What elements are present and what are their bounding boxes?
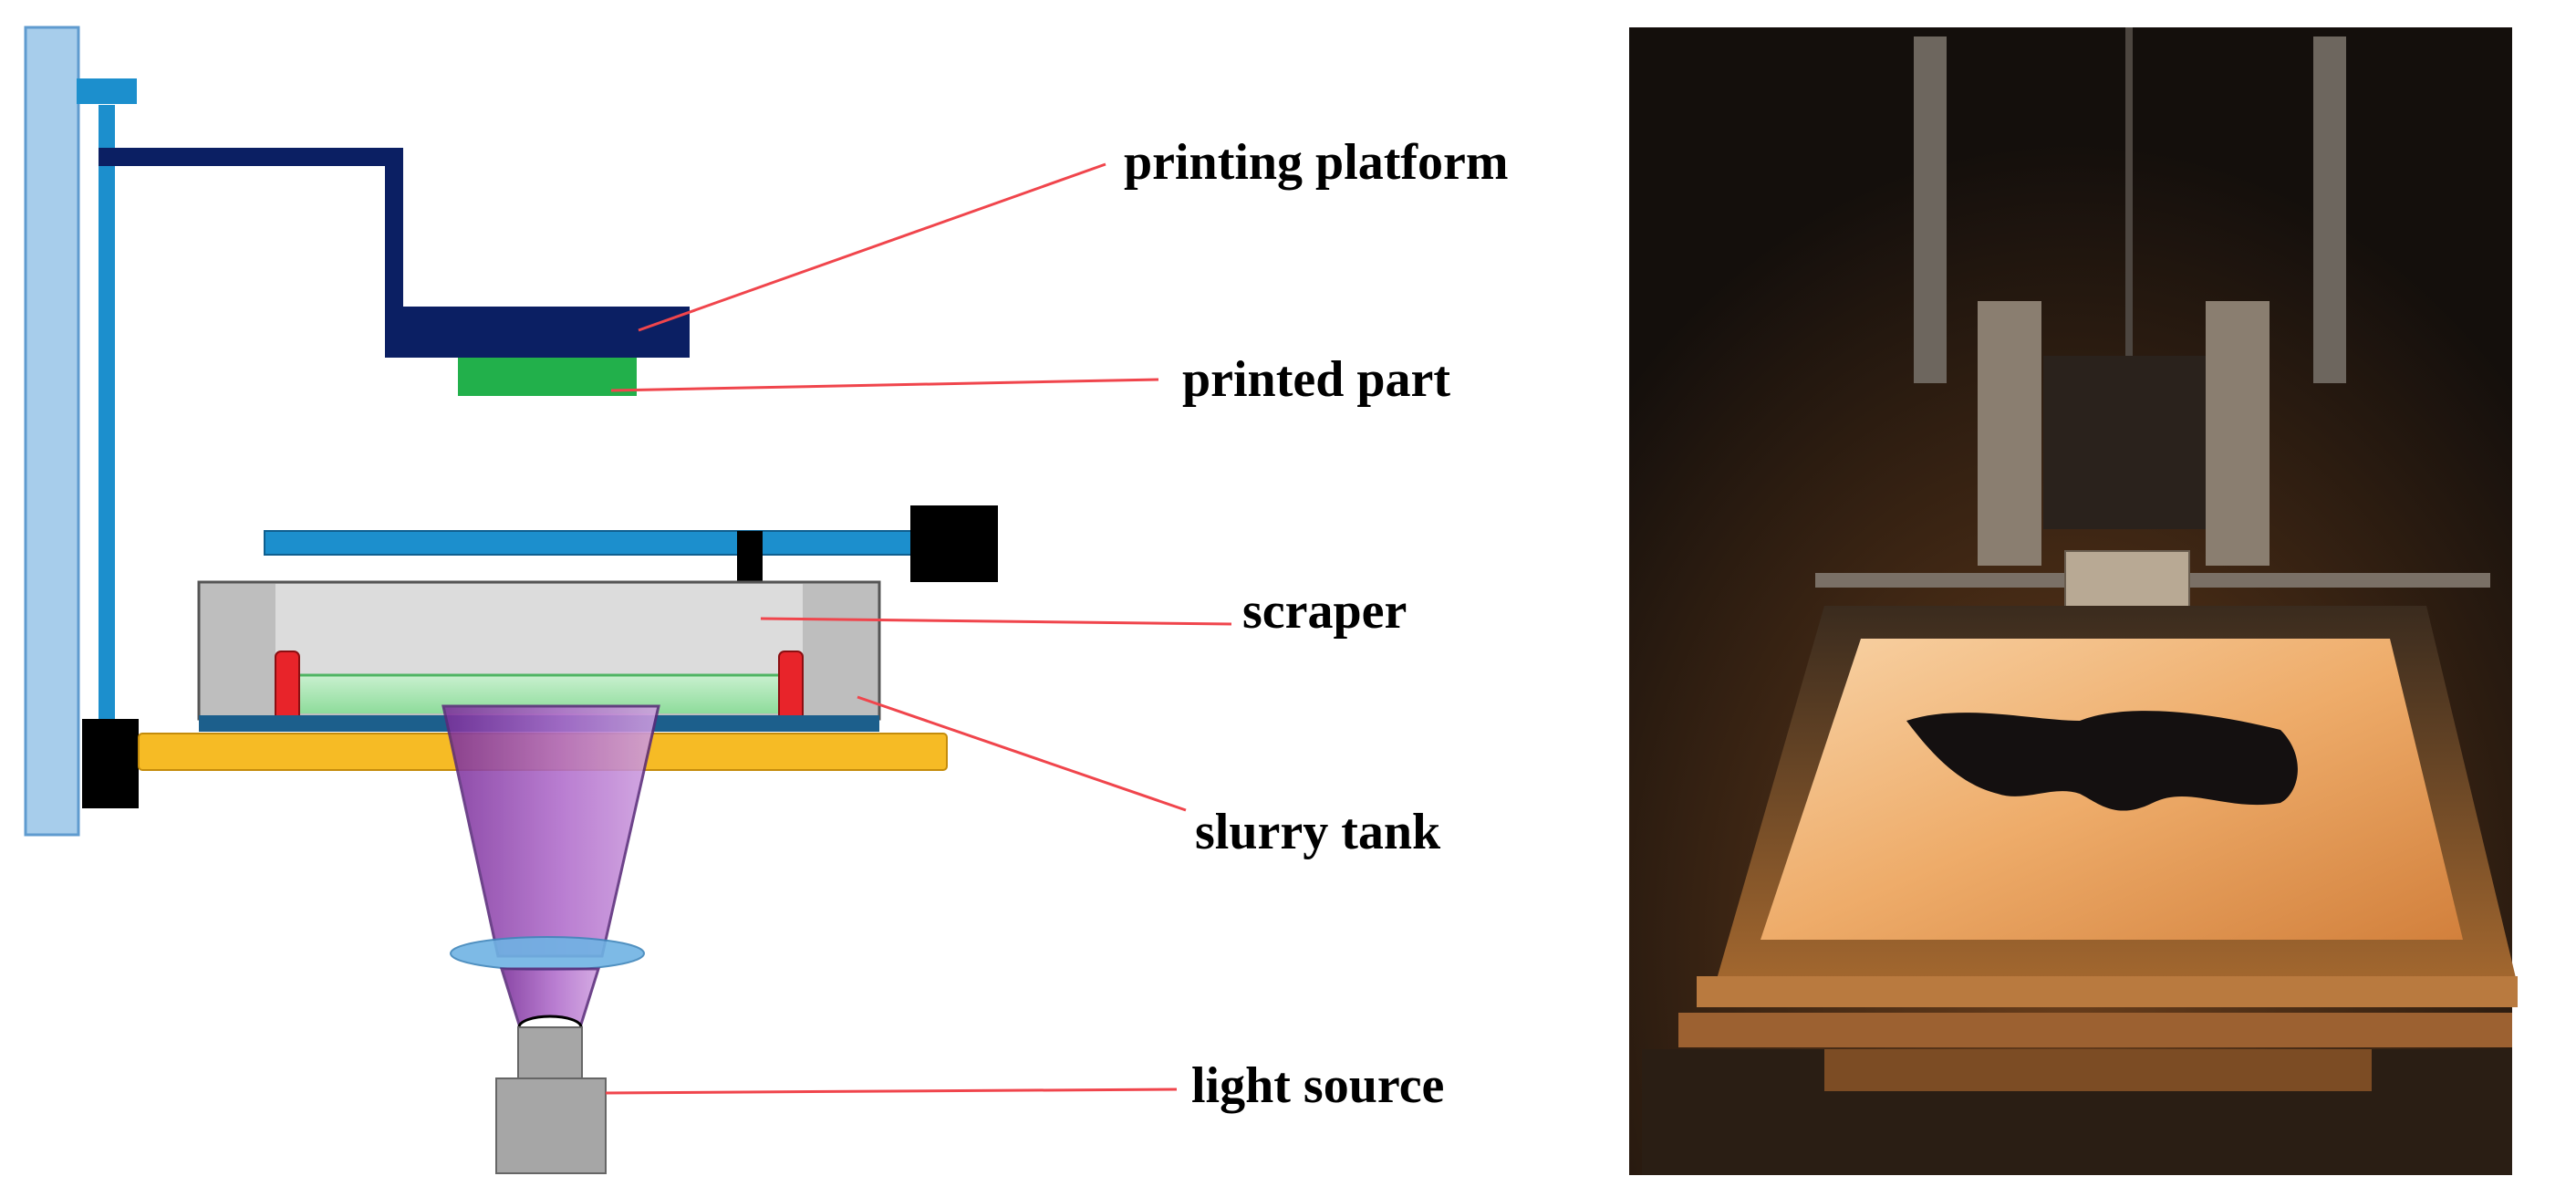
leader-printed-part [610, 378, 1159, 392]
label-light-source: light source [1191, 1057, 1444, 1114]
leader-light-source [605, 1088, 1178, 1095]
seal-left [275, 651, 300, 722]
photo-rail-left [1914, 36, 1947, 383]
seal-right [778, 651, 804, 722]
z-motor-block [82, 719, 139, 808]
photo-front-plate [1824, 1049, 2372, 1091]
photo-gantry-right [2206, 301, 2270, 566]
photo-leadscrew [2125, 27, 2133, 356]
photo-gantry-left [1978, 301, 2041, 566]
z-rail [99, 105, 115, 725]
label-slurry-tank: slurry tank [1195, 804, 1441, 860]
label-printing-platform: printing platform [1124, 134, 1509, 191]
leader-slurry-tank [857, 695, 1187, 812]
printer-photo [1629, 27, 2518, 1175]
scraper-rail [264, 530, 915, 556]
printing-platform [385, 307, 690, 358]
photo-front-rail [1697, 976, 2518, 1007]
z-rail-cap [77, 78, 137, 104]
support-wall [24, 26, 80, 837]
scraper-motor [910, 505, 998, 582]
platform-arm-vertical [385, 148, 403, 312]
photo-printed-layer [1906, 711, 2298, 811]
light-source-block [495, 1077, 607, 1174]
photo-gantry-center [2043, 356, 2206, 529]
light-source-neck [517, 1026, 583, 1081]
light-beam-upper [441, 704, 660, 958]
photo-rail-right [2313, 36, 2346, 383]
slurry-tank-cavity [275, 584, 803, 675]
label-scraper: scraper [1242, 583, 1407, 640]
platform-arm-horizontal [99, 148, 403, 166]
schematic: printing platform printed part scraper s… [24, 26, 1509, 1174]
label-printed-part: printed part [1182, 351, 1450, 408]
printed-part [458, 358, 637, 396]
lens [450, 936, 645, 971]
photo-front-rail-2 [1678, 1013, 2512, 1047]
leader-scraper [760, 617, 1232, 626]
leader-printing-platform [638, 162, 1106, 332]
